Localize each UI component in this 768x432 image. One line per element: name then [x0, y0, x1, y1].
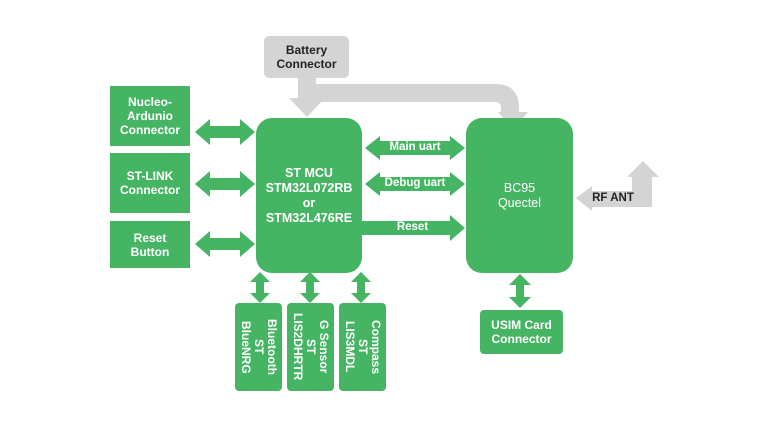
nucleo-mcu-arrow — [195, 119, 255, 145]
bottom-link-arrows — [250, 272, 531, 308]
gsensor-mcu-arrow — [300, 272, 320, 303]
main-uart-arrow — [365, 136, 465, 160]
gsensor-block: G Sensor ST LIS2DHRTR — [287, 303, 334, 391]
bluetooth-block: Bluetooth ST BlueNRG — [235, 303, 282, 391]
bc95-quectel-block: BC95 Quectel — [466, 118, 573, 273]
battery-connector-block: Battery Connector — [264, 36, 349, 78]
debug-uart-arrow — [365, 172, 465, 196]
bc95-label: BC95 Quectel — [497, 180, 542, 210]
bluetooth-mcu-arrow — [250, 272, 270, 303]
reset-button-mcu-arrow — [195, 231, 255, 257]
left-link-arrows — [195, 119, 255, 257]
reset-button-block: Reset Button — [110, 221, 190, 268]
nucleo-arduino-connector-block: Nucleo- Ardunio Connector — [110, 86, 190, 146]
st-mcu-label: ST MCU STM32L072RB or STM32L476RE — [265, 165, 353, 225]
bluetooth-label: Bluetooth ST BlueNRG — [239, 319, 279, 375]
usim-label: USIM Card Connector — [491, 318, 552, 346]
reset-button-label: Reset Button — [130, 230, 170, 259]
mcu-bc95-links — [360, 136, 465, 241]
st-mcu-block: ST MCU STM32L072RB or STM32L476RE — [256, 118, 362, 273]
stlink-label: ST-LINK Connector — [120, 169, 180, 197]
stlink-mcu-arrow — [195, 171, 255, 197]
rf-ant-label: RF ANT — [592, 192, 634, 204]
reset-arrow — [360, 215, 465, 241]
usim-card-connector-block: USIM Card Connector — [480, 310, 563, 354]
rf-ant-arrow — [576, 161, 659, 211]
reset-link-label: Reset — [396, 221, 429, 233]
usim-bc95-arrow — [509, 274, 531, 308]
stlink-connector-block: ST-LINK Connector — [110, 153, 190, 213]
nucleo-arduino-label: Nucleo- Ardunio Connector — [120, 95, 180, 137]
battery-power-path — [289, 78, 528, 130]
compass-mcu-arrow — [351, 272, 371, 303]
main-uart-label: Main uart — [389, 141, 441, 153]
battery-connector-label: Battery Connector — [276, 43, 337, 71]
debug-uart-label: Debug uart — [384, 177, 446, 189]
battery-to-mcu-arrowhead — [289, 98, 325, 117]
compass-block: Compass ST LIS3MDL — [339, 303, 386, 391]
gsensor-label: G Sensor ST LIS2DHRTR — [291, 313, 331, 381]
compass-label: Compass ST LIS3MDL — [343, 319, 383, 375]
